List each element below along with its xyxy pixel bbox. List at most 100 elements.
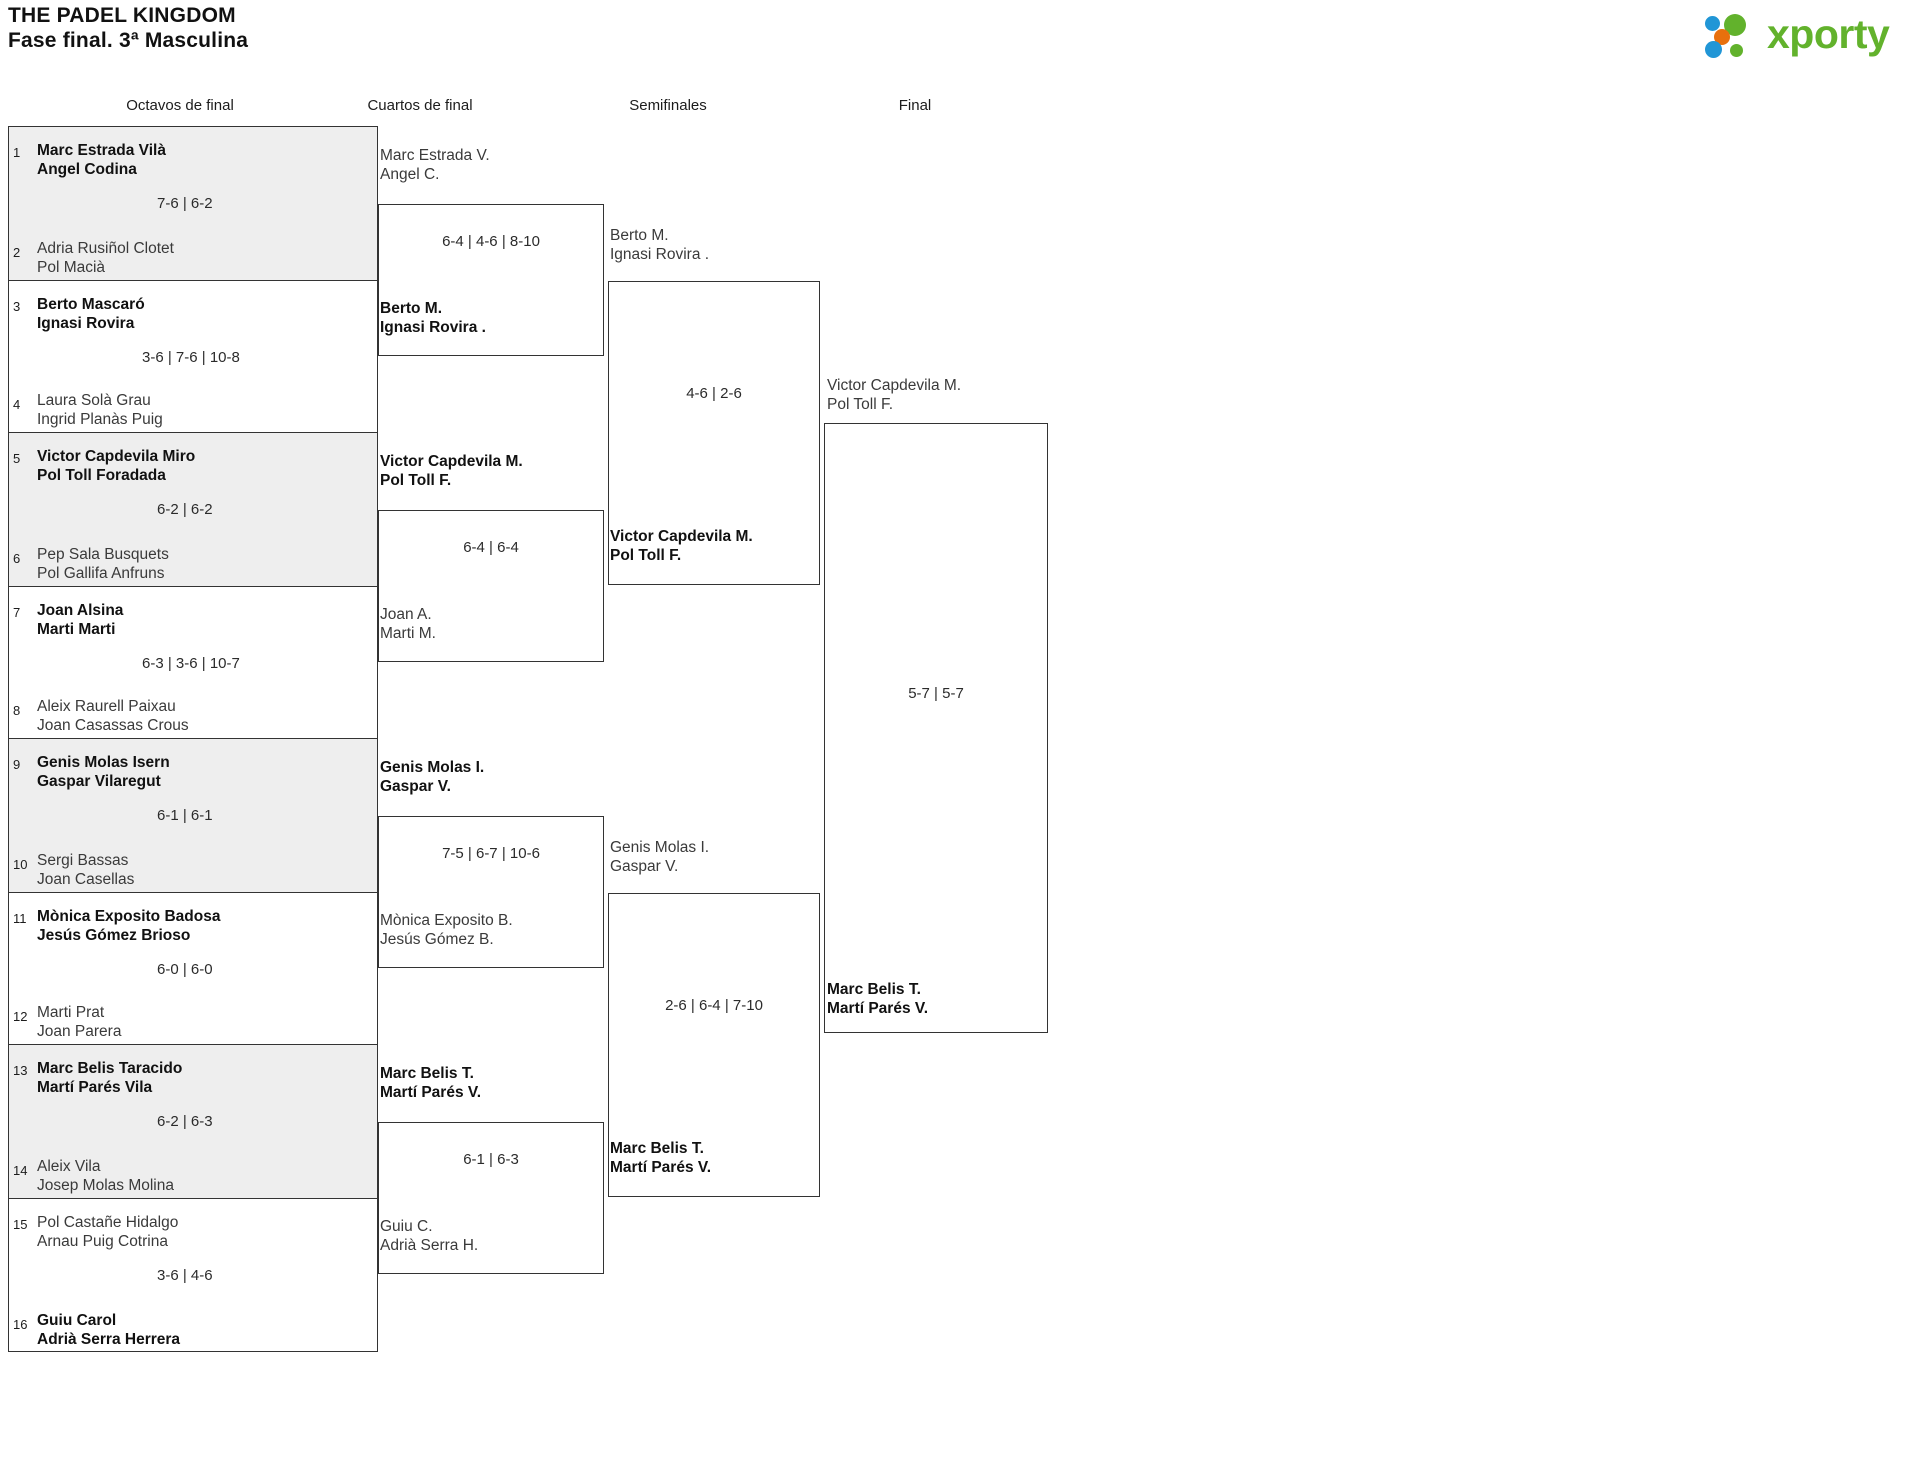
- team-name: Marti M.: [380, 625, 436, 642]
- r1-match-3[interactable]: 7 Joan Alsina Marti Marti 6-3 | 3-6 | 10…: [8, 586, 378, 738]
- team-name: Ignasi Rovira .: [610, 246, 710, 263]
- r1-match-2[interactable]: 5 Victor Capdevila Miro Pol Toll Foradad…: [8, 432, 378, 586]
- r1-match-6[interactable]: 13 Marc Belis Taracido Martí Parés Vila …: [8, 1044, 378, 1198]
- team-name: Mònica Exposito B.: [380, 912, 513, 929]
- team-name: Laura Solà Grau: [37, 392, 151, 409]
- r2-match-2[interactable]: [378, 816, 604, 968]
- team-name: Ignasi Rovira: [37, 315, 135, 332]
- match-score: 6-1 | 6-3: [463, 1151, 519, 1168]
- team-name: Victor Capdevila M.: [827, 377, 962, 394]
- team-name: Victor Capdevila M.: [610, 528, 753, 545]
- team-name: Adria Rusiñol Clotet: [37, 240, 174, 257]
- team-name: Angel C.: [380, 166, 440, 183]
- r2-match-1[interactable]: [378, 510, 604, 662]
- team-name: Pol Macià: [37, 259, 106, 276]
- match-score: 6-4 | 6-4: [463, 539, 519, 556]
- seed-number: 1: [13, 145, 21, 160]
- team-name: Ingrid Planàs Puig: [37, 411, 163, 428]
- seed-number: 12: [13, 1009, 28, 1024]
- seed-number: 11: [13, 911, 27, 926]
- team-name: Gaspar V.: [380, 778, 451, 795]
- match-score: 6-0 | 6-0: [157, 961, 213, 978]
- seed-number: 2: [13, 245, 21, 260]
- match-score: 6-2 | 6-2: [157, 501, 213, 518]
- team-name: Marc Belis T.: [610, 1140, 704, 1157]
- match-score: 3-6 | 7-6 | 10-8: [142, 349, 240, 366]
- team-name: Joan Parera: [37, 1023, 122, 1040]
- team-name: Jesús Gómez Brioso: [37, 927, 191, 944]
- team-name: Victor Capdevila M.: [380, 453, 523, 470]
- team-name: Marc Estrada Vilà: [37, 142, 166, 159]
- round-header-semis: Semifinales: [629, 97, 707, 114]
- team-name: Pep Sala Busquets: [37, 546, 169, 563]
- seed-number: 6: [13, 551, 21, 566]
- seed-number: 7: [13, 605, 21, 620]
- seed-number: 4: [13, 397, 21, 412]
- r1-match-1[interactable]: 3 Berto Mascaró Ignasi Rovira 3-6 | 7-6 …: [8, 280, 378, 432]
- phase-subtitle: Fase final. 3ª Masculina: [8, 29, 249, 52]
- team-name: Pol Toll F.: [827, 396, 894, 413]
- r1-match-4[interactable]: 9 Genis Molas Isern Gaspar Vilaregut 6-1…: [8, 738, 378, 892]
- team-name: Marc Belis T.: [380, 1065, 474, 1082]
- team-name: Joan A.: [380, 606, 432, 623]
- team-name: Marc Belis T.: [827, 981, 921, 998]
- team-name: Victor Capdevila Miro: [37, 448, 196, 465]
- team-name: Josep Molas Molina: [37, 1177, 174, 1194]
- team-name: Guiu Carol: [37, 1312, 117, 1329]
- team-name: Berto M.: [380, 300, 442, 317]
- r4-match-0[interactable]: [824, 423, 1048, 1033]
- team-name: Martí Parés Vila: [37, 1079, 153, 1096]
- team-name: Pol Toll Foradada: [37, 467, 166, 484]
- r2-match-3[interactable]: [378, 1122, 604, 1274]
- team-name: Joan Alsina: [37, 602, 124, 619]
- r1-match-0[interactable]: 1 Marc Estrada Vilà Angel Codina 7-6 | 6…: [8, 126, 378, 280]
- team-name: Pol Toll F.: [610, 547, 682, 564]
- team-name: Genis Molas I.: [610, 839, 710, 856]
- team-name: Gaspar V.: [610, 858, 679, 875]
- team-name: Marti Marti: [37, 621, 116, 638]
- round-header-final: Final: [898, 97, 932, 114]
- team-name: Mònica Exposito Badosa: [37, 908, 221, 925]
- r2-match-0[interactable]: [378, 204, 604, 356]
- match-score: 4-6 | 2-6: [686, 385, 742, 402]
- team-name: Berto M.: [610, 227, 669, 244]
- r3-match-1[interactable]: [608, 893, 820, 1197]
- match-score: 6-4 | 4-6 | 8-10: [442, 233, 540, 250]
- team-name: Pol Castañe Hidalgo: [37, 1214, 179, 1231]
- team-name: Martí Parés V.: [610, 1159, 712, 1176]
- r1-match-5[interactable]: 11 Mònica Exposito Badosa Jesús Gómez Br…: [8, 892, 378, 1044]
- r3-match-0[interactable]: [608, 281, 820, 585]
- logo-dots-icon: [1705, 14, 1763, 58]
- seed-number: 8: [13, 703, 21, 718]
- team-name: Joan Casellas: [37, 871, 135, 888]
- seed-number: 5: [13, 451, 21, 466]
- team-name: Arnau Puig Cotrina: [37, 1233, 168, 1250]
- team-name: Guiu C.: [380, 1218, 433, 1235]
- match-score: 2-6 | 6-4 | 7-10: [665, 997, 763, 1014]
- team-name: Sergi Bassas: [37, 852, 129, 869]
- team-name: Genis Molas I.: [380, 759, 485, 776]
- team-name: Adrià Serra H.: [380, 1237, 479, 1254]
- seed-number: 9: [13, 757, 21, 772]
- match-score: 7-6 | 6-2: [157, 195, 213, 212]
- match-score: 5-7 | 5-7: [908, 685, 964, 702]
- team-name: Marc Estrada V.: [380, 147, 490, 164]
- team-name: Marc Belis Taracido: [37, 1060, 183, 1077]
- team-name: Pol Toll F.: [380, 472, 452, 489]
- team-name: Martí Parés V.: [827, 1000, 929, 1017]
- team-name: Joan Casassas Crous: [37, 717, 189, 734]
- match-score: 6-2 | 6-3: [157, 1113, 213, 1130]
- team-name: Aleix Vila: [37, 1158, 101, 1175]
- r1-match-7[interactable]: 15 Pol Castañe Hidalgo Arnau Puig Cotrin…: [8, 1198, 378, 1352]
- xporty-logo: xporty: [1705, 8, 1910, 64]
- team-name: Pol Gallifa Anfruns: [37, 565, 165, 582]
- team-name: Genis Molas Isern: [37, 754, 170, 771]
- team-name: Marti Prat: [37, 1004, 105, 1021]
- seed-number: 3: [13, 299, 21, 314]
- team-name: Adrià Serra Herrera: [37, 1331, 181, 1348]
- seed-number: 10: [13, 857, 28, 872]
- team-name: Aleix Raurell Paixau: [37, 698, 176, 715]
- team-name: Martí Parés V.: [380, 1084, 482, 1101]
- match-score: 6-1 | 6-1: [157, 807, 213, 824]
